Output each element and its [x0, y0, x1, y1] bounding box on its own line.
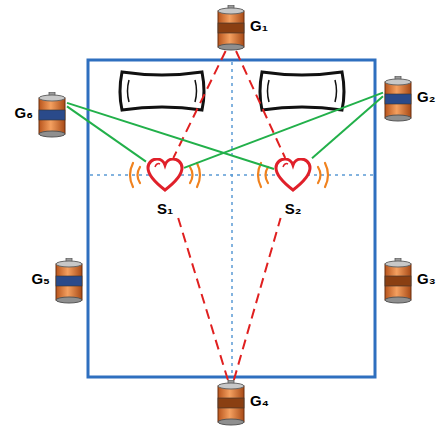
- generator-node: G₆: [14, 92, 67, 138]
- generator-node: G₃: [383, 258, 437, 304]
- center-line: [90, 174, 373, 176]
- node-label: G₆: [14, 104, 34, 122]
- battery-symbol: [383, 258, 413, 308]
- sensor-node: S₁: [146, 158, 184, 218]
- battery-symbol: [216, 5, 246, 55]
- node-label: G₁: [249, 17, 269, 35]
- node-label: G₄: [249, 392, 270, 410]
- battery-symbol: [216, 380, 246, 430]
- signal-path: [184, 93, 383, 168]
- battery-symbol: [54, 258, 84, 308]
- sensor-node: S₂: [274, 158, 312, 218]
- signal-path: [236, 51, 285, 158]
- heart-symbol: [274, 158, 312, 196]
- pillow: [120, 72, 344, 110]
- signal-path: [234, 218, 281, 380]
- node-label: S₁: [156, 200, 174, 218]
- node-label: G₅: [30, 270, 51, 288]
- node-label: S₂: [284, 200, 303, 218]
- node-label: G₂: [416, 88, 436, 106]
- bed-outline: [88, 60, 375, 377]
- signal-path: [173, 51, 225, 158]
- generator-node: G₄: [216, 380, 270, 426]
- center-line: [231, 62, 233, 375]
- pillow-crease: [128, 80, 337, 102]
- signal-path: [178, 218, 228, 380]
- signal-path: [312, 96, 383, 158]
- battery-symbol: [37, 92, 67, 142]
- generator-node: G₂: [383, 76, 436, 122]
- battery-symbol: [383, 76, 413, 126]
- generator-node: G₁: [216, 5, 269, 51]
- heart-symbol: [146, 158, 184, 196]
- generator-node: G₅: [30, 258, 84, 304]
- node-label: G₃: [416, 270, 437, 288]
